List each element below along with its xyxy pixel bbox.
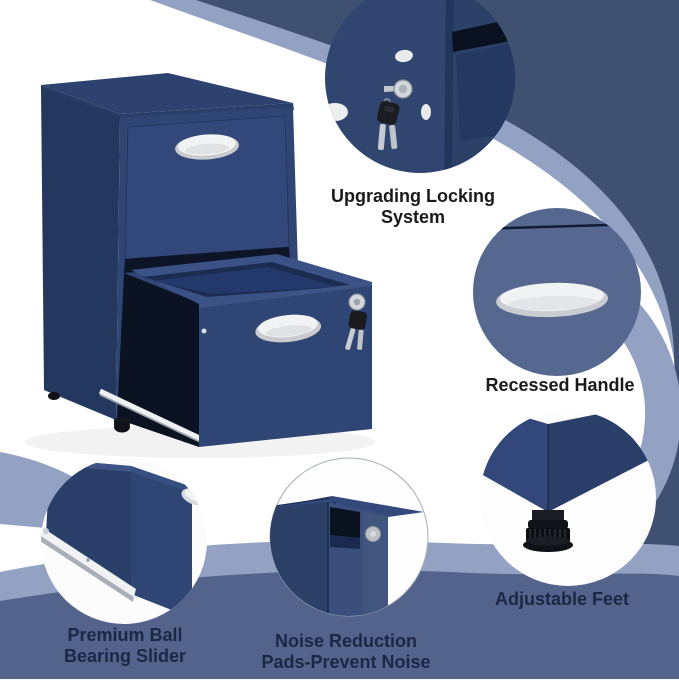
drawer-front-panel [199,282,372,447]
detail-opening-shadow [330,535,360,549]
key-fob [348,310,368,330]
key-blade-2 [389,124,398,149]
detail-white-pill-top [395,49,413,63]
feature-label-slider: Premium Ball Bearing Slider [15,625,235,667]
feature-label-pads-line1: Noise Reduction [274,631,417,651]
detail-opening [330,507,360,538]
handle-inner-shade [265,325,312,337]
feature-label-feet: Adjustable Feet [452,589,672,610]
rail-bar [98,388,208,444]
detail-corner-edge [444,0,454,173]
foot-stem [532,510,564,521]
detail-drawer-body [456,42,515,141]
callout-circle-handle [473,208,641,376]
key-blade-2 [357,329,364,350]
cabinet-illustration [25,73,375,458]
foot-base-top [526,536,570,546]
drawer-hole [201,328,207,334]
feature-label-feet-line1: Adjustable Feet [494,589,630,609]
detail-front-top-edge [131,466,192,493]
lock-core [398,84,408,94]
rail-shadow [41,534,134,602]
drawer-floor [152,267,338,294]
lock-core [353,298,361,306]
feature-label-handle-line1: Recessed Handle [485,375,635,395]
callout-circle-locking [325,0,515,173]
cabinet-side-panel [41,89,120,420]
noise-pad-center [370,531,376,537]
detail-top-gap-line-1 [270,497,331,508]
recessed-handle-icon [496,282,609,318]
front-foot [114,421,130,433]
keys-icon [345,310,368,350]
key-blade-1 [345,328,356,350]
handle-inner-shade [185,143,230,155]
rail-screw [86,558,90,562]
handle-inner-shade [508,295,597,311]
adjustable-foot-icon [523,510,573,552]
feature-label-locking: Upgrading Locking System [303,186,523,228]
feature-label-slider-line1: Premium Ball [67,625,183,645]
drawer-lock-and-keys [345,293,368,350]
feature-label-locking-line2: System [380,207,446,227]
open-drawer [131,254,372,447]
callout-circle-pads [269,457,429,617]
feature-label-slider-line2: Bearing Slider [63,646,187,666]
feature-label-locking-line1: Upgrading Locking [331,186,495,206]
feature-label-pads: Noise Reduction Pads-Prevent Noise [236,631,456,673]
top-drawer-handle [175,134,240,160]
cabinet-top-face [41,73,293,114]
slider-rail [98,388,208,446]
detail-white-pill-right [421,104,431,120]
feature-label-pads-line2: Pads-Prevent Noise [261,652,431,672]
key-blade-1 [377,123,386,150]
key-fob-notch [384,105,395,113]
slider-rail-icon [41,526,136,602]
detail-drawer-left-face [46,459,131,594]
back-foot [48,392,60,400]
rail-bar [41,526,136,597]
rail-end-cap [43,528,49,534]
detail-white-handle-edge [325,103,348,121]
drawer-cavity [117,273,199,447]
foot-collar [528,520,568,529]
keys-icon [376,98,400,150]
cabinet-feet [48,392,130,433]
detail-drawer-front-face [131,466,192,618]
pads-detail [270,496,424,616]
swoosh-light-top [150,0,679,585]
rail-shadow [99,392,207,446]
drawer-front-top-edge [199,282,372,308]
swoosh-dark-top [196,0,679,567]
feature-label-handle: Recessed Handle [450,375,670,396]
key-fob [376,100,400,126]
open-drawer-handle [255,314,322,343]
